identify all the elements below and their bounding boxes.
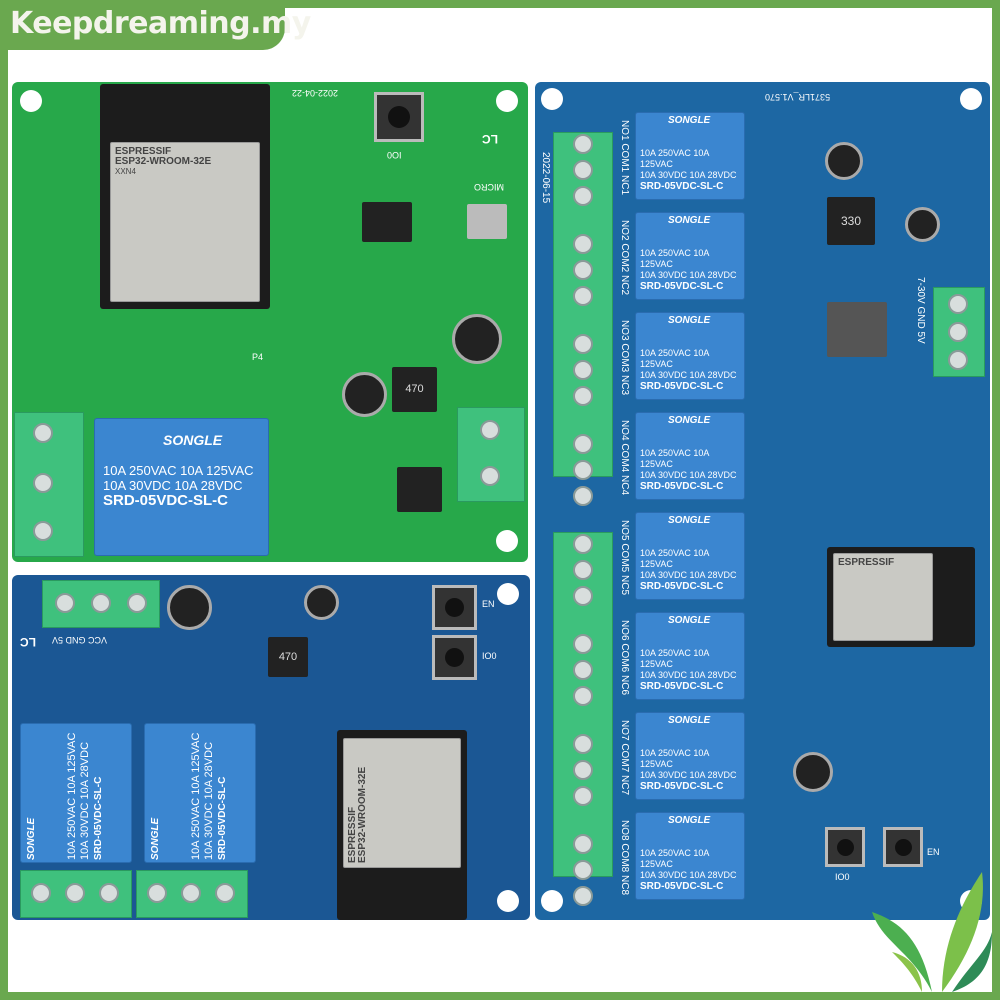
regulator-ic [827, 302, 887, 357]
watermark-banner: Keepdreaming.my [0, 0, 311, 50]
module-shield: ESPRESSIF ESP32-WROOM-32E XXN4 [110, 142, 260, 302]
io0-button[interactable] [374, 92, 424, 142]
mount-hole [496, 90, 518, 112]
io0-button[interactable] [825, 827, 865, 867]
terminal-screw [573, 260, 593, 280]
io0-button[interactable] [432, 635, 477, 680]
en-button[interactable] [432, 585, 477, 630]
regulator-ic [362, 202, 412, 242]
channel-label: NO4 COM4 NC4 [619, 420, 630, 496]
terminal-screw [573, 360, 593, 380]
terminal-screw [573, 134, 593, 154]
board-code: 5371LR_V1.570 [765, 92, 831, 102]
terminal-screw [573, 786, 593, 806]
capacitor [342, 372, 387, 417]
terminal-screw [573, 560, 593, 580]
module-name: ESP32-WROOM-32E [115, 156, 212, 167]
inductor: 330 [827, 197, 875, 245]
terminal-screw [573, 886, 593, 906]
mount-hole [496, 530, 518, 552]
channel-label: NO2 COM2 NC2 [619, 220, 630, 296]
date-label: 2022-04-22 [292, 88, 339, 98]
relay: SONGLE 10A 250VAC 10A 125VAC 10A 30VDC 1… [144, 723, 256, 863]
capacitor [304, 585, 339, 620]
en-button[interactable] [883, 827, 923, 867]
logo: LC [20, 635, 36, 649]
logo: LC [482, 132, 498, 146]
date-label: 2022-06-15 [540, 152, 551, 204]
terminal-screw [573, 860, 593, 880]
power-terminal [457, 407, 525, 502]
terminal-screw [573, 486, 593, 506]
mount-hole [20, 90, 42, 112]
header-label: P4 [252, 352, 264, 362]
terminal-screw [573, 734, 593, 754]
terminal-screw [573, 586, 593, 606]
module-shield: ESPRESSIF [833, 553, 933, 641]
terminal-screw [573, 186, 593, 206]
channel-label: NO5 COM5 NC5 [619, 520, 630, 596]
module-brand: ESPRESSIF [115, 146, 172, 157]
power-terminal [42, 580, 160, 628]
board-2ch-blue: VCC GND 5V LC 470 EN IO0 SONGLE 10A 250V… [12, 575, 530, 920]
terminal-screw [573, 334, 593, 354]
relay-terminal [20, 870, 132, 918]
inductor: 470 [392, 367, 437, 412]
terminal-screw [573, 460, 593, 480]
terminal-screw [573, 634, 593, 654]
esp32-module: ESPRESSIF ESP32-WROOM-32E XXN4 [100, 84, 270, 309]
terminal-screw [573, 160, 593, 180]
capacitor [167, 585, 212, 630]
terminal-screw [573, 660, 593, 680]
en-label: EN [927, 847, 940, 857]
io0-label: IO0 [835, 872, 850, 882]
channel-label: NO6 COM6 NC6 [619, 620, 630, 696]
channel-label: NO3 COM3 NC3 [619, 320, 630, 396]
terminal-screw [573, 760, 593, 780]
power-label: 7-30V GND 5V [915, 277, 926, 344]
terminal-screw [573, 386, 593, 406]
channel-label: NO7 COM7 NC7 [619, 720, 630, 796]
inductor: 470 [268, 637, 308, 677]
relay-terminal [136, 870, 248, 918]
relay: SONGLE 10A 250VAC 10A 125VAC 10A 30VDC 1… [94, 418, 269, 556]
channel-label: NO1 COM1 NC1 [619, 120, 630, 196]
relay-terminal [14, 412, 84, 557]
plant-decoration [872, 872, 992, 992]
io0-label: IO0 [482, 651, 497, 661]
power-terminal [933, 287, 985, 377]
terminal-screw [573, 834, 593, 854]
micro-usb-port [467, 204, 507, 239]
esp32-module: ESPRESSIF [827, 547, 975, 647]
terminal-screw [573, 234, 593, 254]
board-1ch-green: 2022-04-22 ESPRESSIF ESP32-WROOM-32E XXN… [12, 82, 528, 562]
power-label: VCC GND 5V [52, 635, 108, 645]
capacitor [452, 314, 502, 364]
io0-label: IO0 [387, 150, 402, 160]
terminal-screw [573, 686, 593, 706]
relay: SONGLE 10A 250VAC 10A 125VAC 10A 30VDC 1… [20, 723, 132, 863]
driver-ic [397, 467, 442, 512]
usb-label: MICRO [474, 182, 504, 192]
channel-label: NO8 COM8 NC8 [619, 820, 630, 896]
terminal-screw [573, 434, 593, 454]
module-code: XXN4 [115, 167, 136, 176]
en-label: EN [482, 599, 495, 609]
terminal-screw [573, 286, 593, 306]
terminal-screw [573, 534, 593, 554]
